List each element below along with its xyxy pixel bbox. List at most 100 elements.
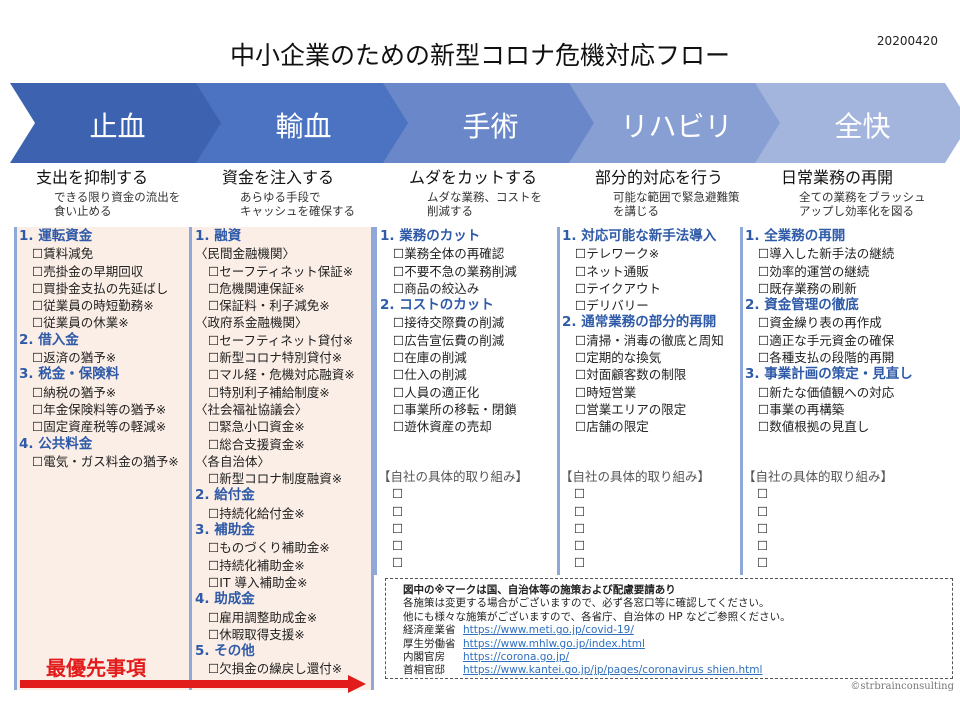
checklist-item[interactable]: ☐セーフティネット貸付※ [208,332,354,348]
checklist-item[interactable]: ☐持続化補助金※ [208,557,305,573]
checklist-item[interactable]: ☐広告宣伝費の削減 [393,332,505,348]
column-divider [740,227,743,575]
group-label: 〈社会福祉協議会〉 [195,401,308,417]
checklist-item[interactable]: ☐適正な手元資金の確保 [758,332,895,348]
checklist-item[interactable]: ☐保証料・利子減免※ [208,298,330,314]
own-efforts-checkbox[interactable]: ☐ [574,486,586,502]
own-efforts-checkbox[interactable]: ☐ [392,555,404,571]
checklist-item[interactable]: ☐従業員の休業※ [32,315,129,331]
checklist-item[interactable]: ☐新型コロナ特別貸付※ [208,350,343,366]
checklist-item[interactable]: ☐賃料減免 [32,246,94,262]
checklist-item[interactable]: ☐買掛金支払の先延ばし [32,280,169,296]
checklist-item[interactable]: ☐接待交際費の削減 [393,315,505,331]
checklist-item[interactable]: ☐資金繰り表の再作成 [758,315,882,331]
checklist-item[interactable]: ☐在庫の削減 [393,350,467,366]
checklist-item[interactable]: ☐各種支払の段階的再開 [758,350,895,366]
checklist-item[interactable]: ☐緊急小口資金※ [208,419,305,435]
own-efforts-checkbox[interactable]: ☐ [392,486,404,502]
checklist-item[interactable]: ☐商品の絞込み [393,280,480,296]
own-efforts-checkbox[interactable]: ☐ [757,520,769,536]
checklist-item[interactable]: ☐営業エリアの限定 [575,401,687,417]
checklist-item[interactable]: ☐休暇取得支援※ [208,626,305,642]
checklist-item[interactable]: ☐IT 導入補助金※ [208,574,308,590]
own-efforts-section: 【自社の具体的取り組み】☐☐☐☐☐ [378,468,528,572]
checklist-item[interactable]: ☐ものづくり補助金※ [208,540,330,556]
checklist-item[interactable]: ☐新たな価値観への対応 [758,384,895,400]
checklist-item[interactable]: ☐電気・ガス料金の猶予※ [32,453,179,469]
own-efforts-checkbox[interactable]: ☐ [757,486,769,502]
checklist-item[interactable]: ☐人員の適正化 [393,384,480,400]
checklist-item[interactable]: ☐遊休資産の売却 [393,419,492,435]
phase-header-3: ムダをカットするムダな業務、コストを削減する [387,164,567,218]
phase-subtitle: できる限り資金の流出を食い止める [14,190,194,218]
checklist-item[interactable]: ☐導入した新手法の継続 [758,246,895,262]
column-divider [557,227,560,575]
checklist-item[interactable]: ☐総合支援資金※ [208,436,305,452]
checklist-item[interactable]: ☐納税の猶予※ [32,384,117,400]
column-divider [374,227,377,575]
checklist-item[interactable]: ☐年金保険料等の猶予※ [32,401,167,417]
own-efforts-checkbox[interactable]: ☐ [392,538,404,554]
checklist-item[interactable]: ☐対面顧客数の制限 [575,367,687,383]
own-efforts-checkbox[interactable]: ☐ [757,555,769,571]
checklist-item[interactable]: ☐従業員の時短勤務※ [32,298,154,314]
checklist-item[interactable]: ☐危機関連保証※ [208,280,305,296]
checklist-item[interactable]: ☐仕入の削減 [393,367,467,383]
ministry-link[interactable]: https://corona.go.jp/ [463,651,570,664]
checklist-item[interactable]: ☐持続化給付金※ [208,505,305,521]
checklist-item[interactable]: ☐返済の猶予※ [32,350,117,366]
checklist-item[interactable]: ☐業務全体の再確認 [393,246,505,262]
ministry-name: 首相官邸 [403,664,445,677]
checklist-item[interactable]: ☐雇用調整助成金※ [208,609,318,625]
checklist-item[interactable]: ☐効率的運営の継続 [758,263,870,279]
checklist-item[interactable]: ☐新型コロナ制度融資※ [208,471,343,487]
checklist-item[interactable]: ☐店舗の限定 [575,419,649,435]
own-efforts-checkbox[interactable]: ☐ [757,538,769,554]
own-efforts-checkbox[interactable]: ☐ [574,555,586,571]
own-efforts-checkbox[interactable]: ☐ [757,503,769,519]
checklist-item[interactable]: ☐事業の再構築 [758,401,845,417]
checklist-item[interactable]: ☐固定資産税等の軽減※ [32,419,167,435]
phase-header-2: 資金を注入するあらゆる手段でキャッシュを確保する [200,164,380,218]
ministry-link[interactable]: https://www.kantei.go.jp/jp/pages/corona… [463,664,763,677]
ministry-link[interactable]: https://www.mhlw.go.jp/index.html [463,637,645,650]
own-efforts-checkbox[interactable]: ☐ [574,520,586,536]
checklist-item[interactable]: ☐テイクアウト [575,280,661,296]
phase-subtitle: 全ての業務をブラッシュアップし効率化を図る [759,190,939,218]
category-heading: 3. 事業計画の策定・見直し [745,366,913,383]
checklist-item[interactable]: ☐テレワーク※ [575,246,660,262]
ministry-link[interactable]: https://www.meti.go.jp/covid-19/ [463,624,634,637]
phase-title: 支出を抑制する [36,168,149,187]
checklist-item[interactable]: ☐マル経・危機対応融資※ [208,367,355,383]
checklist-item[interactable]: ☐既存業務の刷新 [758,280,857,296]
ministry-name: 厚生労働省 [403,637,456,650]
checklist-item[interactable]: ☐売掛金の早期回収 [32,263,144,279]
phase-subtitle-line: アップし効率化を図る [799,204,914,218]
checklist-item[interactable]: ☐ネット通販 [575,263,649,279]
own-efforts-checkbox[interactable]: ☐ [574,503,586,519]
checklist-item[interactable]: ☐特別利子補給制度※ [208,384,330,400]
checklist-item[interactable]: ☐時短営業 [575,384,637,400]
checklist-item[interactable]: ☐欠損金の繰戻し還付※ [208,661,343,677]
checklist-item[interactable]: ☐清掃・消毒の徹底と周知 [575,332,724,348]
own-efforts-checkbox[interactable]: ☐ [392,503,404,519]
checklist-item[interactable]: ☐事業所の移転・閉鎖 [393,401,517,417]
date-label: 20200420 [876,34,938,48]
checklist-item[interactable]: ☐セーフティネット保証※ [208,263,354,279]
own-efforts-checkbox[interactable]: ☐ [392,520,404,536]
phase-subtitle: 可能な範囲で緊急避難策を講じる [573,190,753,218]
checklist-item[interactable]: ☐定期的な換気 [575,350,662,366]
category-heading: 3. 補助金 [195,522,255,539]
checklist-item[interactable]: ☐不要不急の業務削減 [393,263,517,279]
copyright: ©strbrainconsulting [850,681,954,692]
phase-label: 輸血 [275,110,332,143]
checklist-item[interactable]: ☐数値根拠の見直し [758,419,870,435]
own-efforts-checkbox[interactable]: ☐ [574,538,586,554]
category-heading: 4. 公共料金 [19,435,93,452]
checklist-item[interactable]: ☐デリバリー [575,298,649,314]
page-title: 中小企業のための新型コロナ危機対応フロー [229,41,730,70]
